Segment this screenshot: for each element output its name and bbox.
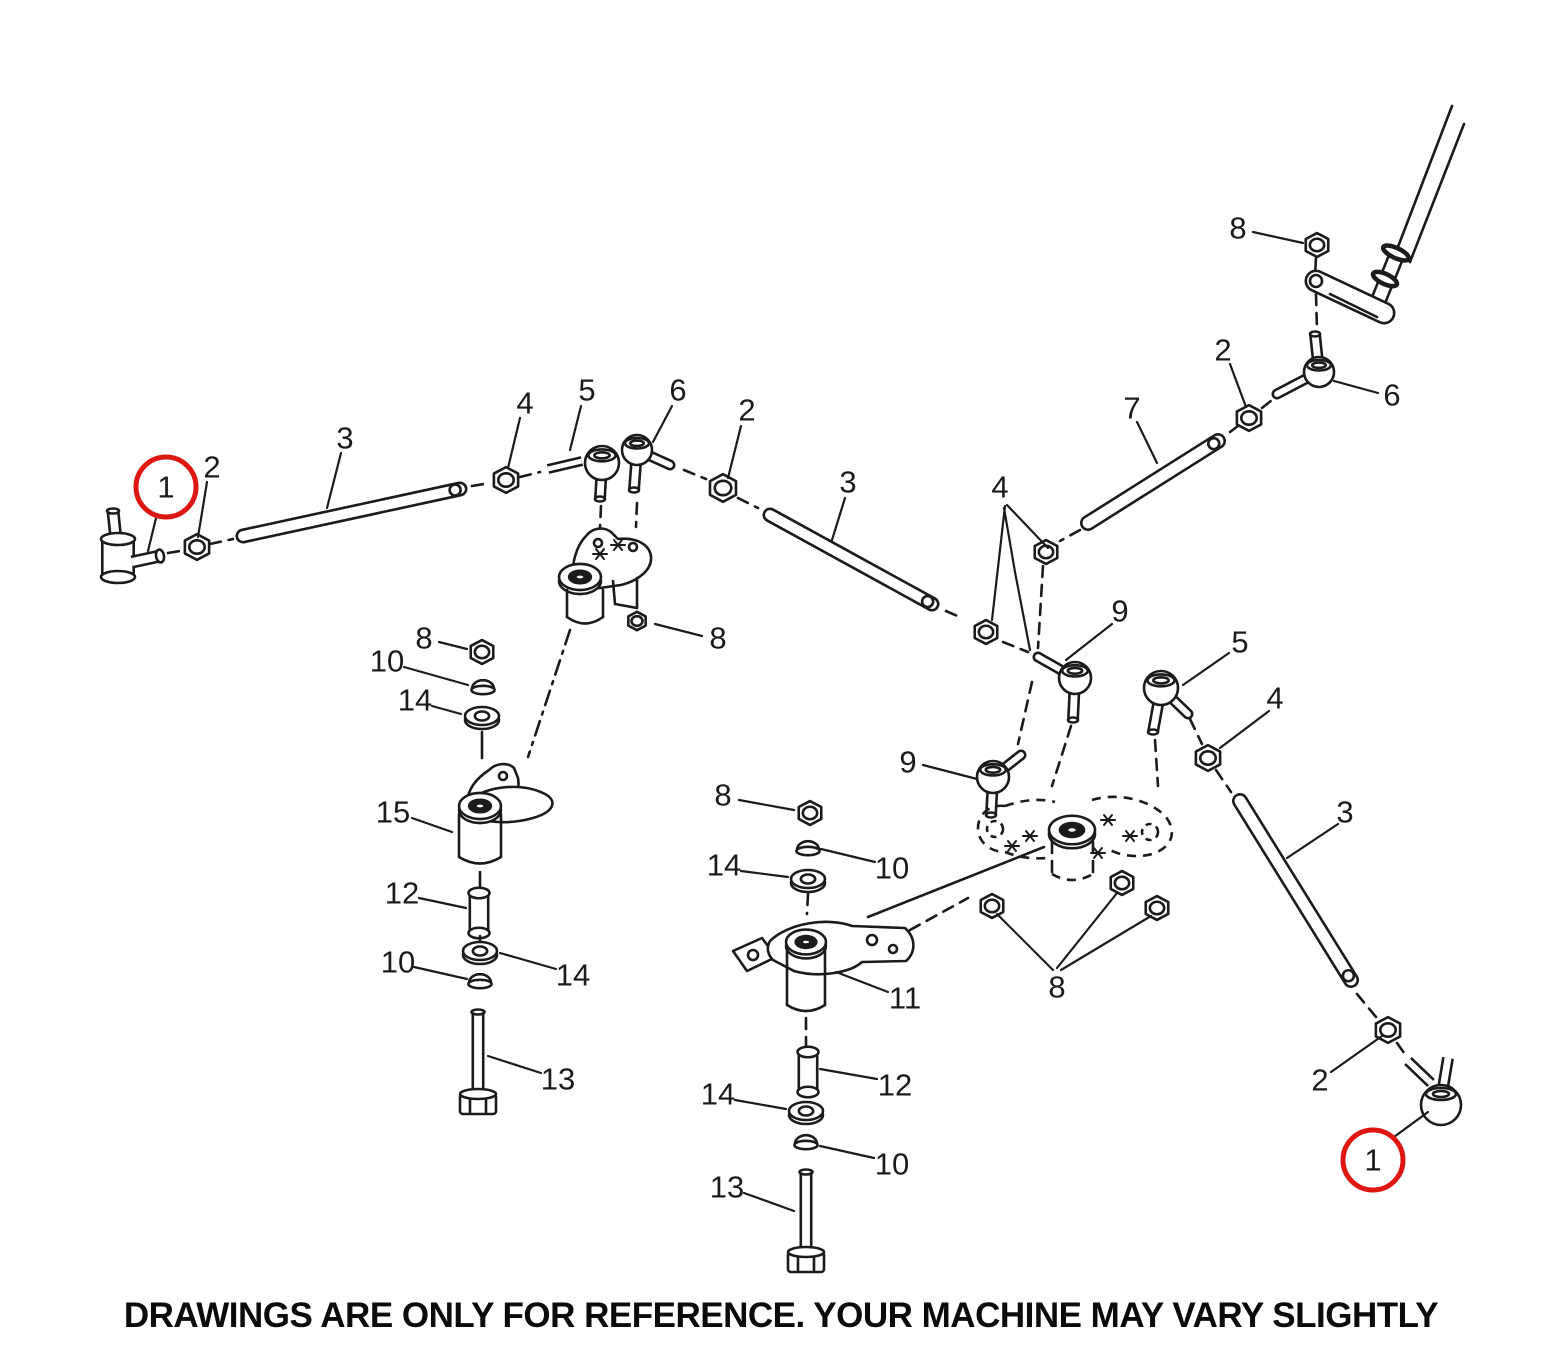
leader-line — [568, 404, 583, 452]
ghost-plate — [976, 804, 1006, 854]
leader-line — [486, 1054, 543, 1075]
steering-shaft — [1394, 104, 1454, 254]
leader-line — [1181, 651, 1231, 687]
leader-line — [995, 912, 1055, 972]
callout-14: 14 — [701, 1077, 735, 1112]
callout-12: 12 — [878, 1068, 912, 1103]
leader-line — [506, 416, 522, 470]
leader-line — [834, 970, 890, 994]
callout-14: 14 — [707, 848, 741, 883]
leader-line — [1005, 503, 1050, 550]
steering-shaft — [1408, 122, 1466, 264]
leader-line — [1251, 230, 1305, 245]
callout-3: 3 — [839, 465, 856, 500]
shaft-collar — [1380, 243, 1412, 263]
leader-line — [1218, 709, 1271, 750]
leader-line — [1059, 914, 1153, 972]
callout-4: 4 — [516, 386, 533, 421]
shaft-collar — [1370, 269, 1400, 289]
callout-10: 10 — [370, 644, 404, 679]
leader-line — [412, 965, 469, 981]
callout-13: 13 — [541, 1062, 575, 1097]
leader-line — [818, 1144, 876, 1160]
leader-line — [737, 798, 796, 812]
leader-line — [1055, 891, 1119, 970]
ghost-plate — [1091, 795, 1174, 858]
ghost-plate — [1004, 850, 1053, 860]
callout-13: 13 — [710, 1170, 744, 1205]
leader-line — [1064, 622, 1114, 662]
callout-8: 8 — [1229, 211, 1246, 246]
leader-line — [733, 1098, 788, 1111]
leader-line — [1135, 420, 1159, 465]
callout-7: 7 — [1123, 391, 1140, 426]
leader-line — [653, 622, 704, 638]
callout-8: 8 — [415, 621, 432, 656]
leader-line — [739, 869, 790, 879]
callout-6: 6 — [1383, 378, 1400, 413]
pitman-arm-edge — [1328, 292, 1379, 319]
callout-3: 3 — [1336, 795, 1353, 830]
callout-3: 3 — [336, 421, 353, 456]
callout-11: 11 — [889, 981, 921, 1016]
leader-line — [325, 451, 343, 510]
callout-5: 5 — [1231, 625, 1248, 660]
ghost-plate — [1004, 798, 1056, 808]
leader-line — [830, 496, 847, 542]
callout-8: 8 — [1048, 970, 1065, 1005]
leader-line — [410, 816, 454, 834]
callout-8: 8 — [714, 778, 731, 813]
leader-line — [417, 896, 468, 910]
callout-2: 2 — [203, 450, 220, 485]
callout-9: 9 — [899, 745, 916, 780]
callout-14: 14 — [556, 958, 590, 993]
leader-line — [402, 665, 470, 687]
callout-15: 15 — [376, 795, 410, 830]
leader-line — [437, 640, 469, 651]
leader-line — [1228, 362, 1248, 409]
callout-10: 10 — [381, 945, 415, 980]
leader-line — [1002, 506, 1032, 652]
callout-10: 10 — [875, 851, 909, 886]
callout-2: 2 — [1214, 333, 1231, 368]
callout-10: 10 — [875, 1147, 909, 1182]
leader-line — [990, 504, 1007, 622]
callout-14: 14 — [398, 683, 432, 718]
callout-2: 2 — [1311, 1063, 1328, 1098]
leader-line — [1329, 1034, 1384, 1074]
leader-line — [146, 512, 159, 553]
callout-5: 5 — [578, 373, 595, 408]
pitman-arm-hole — [1308, 273, 1324, 289]
leader-line — [742, 1191, 796, 1213]
leader-line — [921, 763, 979, 781]
disclaimer-text: DRAWINGS ARE ONLY FOR REFERENCE. YOUR MA… — [123, 1296, 1439, 1335]
callout-1: 1 — [1364, 1143, 1381, 1178]
leader-line — [196, 480, 209, 539]
leader-line — [726, 424, 743, 480]
highlight-circle — [1340, 1127, 1406, 1193]
callout-4: 4 — [1266, 681, 1283, 716]
callout-1: 1 — [157, 470, 174, 505]
callout-4: 4 — [991, 470, 1008, 505]
highlight-circle — [133, 454, 199, 520]
leader-line — [498, 951, 558, 971]
leader-line — [818, 1067, 879, 1081]
leader-line — [1332, 379, 1380, 395]
callout-6: 6 — [669, 373, 686, 408]
leader-line — [819, 847, 877, 864]
callout-12: 12 — [385, 876, 419, 911]
leader-line — [651, 404, 674, 444]
leader-line — [430, 704, 463, 716]
callout-8: 8 — [709, 621, 726, 656]
leader-line — [1392, 1110, 1430, 1139]
callout-9: 9 — [1111, 594, 1128, 629]
callout-2: 2 — [738, 393, 755, 428]
leader-line — [1285, 822, 1340, 860]
